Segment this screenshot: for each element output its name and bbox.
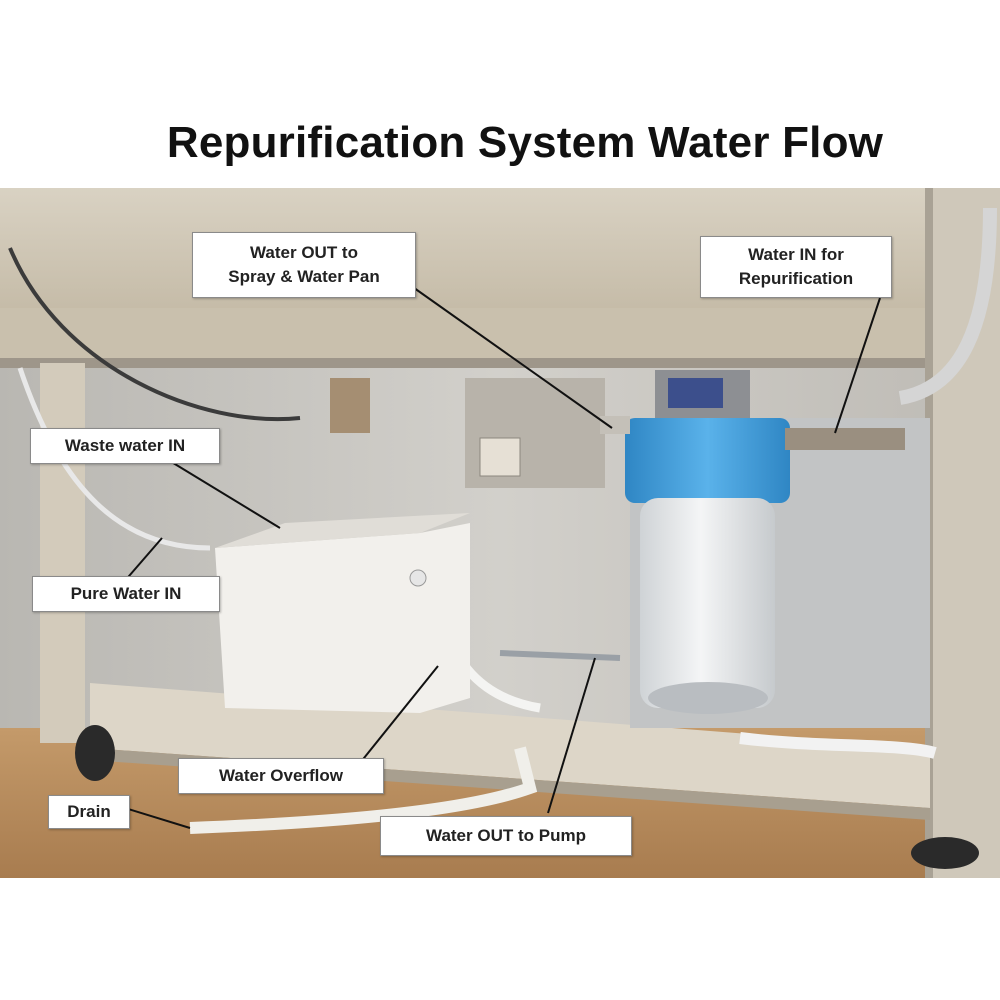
leader-repurification [834, 297, 881, 434]
left-leg [40, 363, 85, 743]
label-water-overflow: Water Overflow [178, 758, 384, 794]
left-hose [8, 247, 301, 421]
label-waste-water-in: Waste water IN [30, 428, 220, 464]
reservoir-tank [215, 523, 470, 713]
outlet [479, 437, 521, 477]
reservoir-top [215, 513, 470, 548]
right-hose [898, 207, 997, 405]
label-pure-water-in: Pure Water IN [32, 576, 220, 612]
outlet-pipe [600, 416, 630, 434]
leader-drain [124, 807, 191, 829]
white-cord [739, 732, 937, 759]
label-water-out-spray: Water OUT to Spray & Water Pan [192, 232, 416, 298]
tank-fitting [409, 569, 427, 587]
caster-right [911, 837, 979, 869]
filter-cap [625, 418, 790, 503]
caster-left [75, 725, 115, 781]
label-water-in-repurification: Water IN for Repurification [700, 236, 892, 298]
drain-hose [189, 746, 538, 834]
floor-pipe [499, 650, 621, 661]
label-water-out-pump: Water OUT to Pump [380, 816, 632, 856]
inlet-pipe [785, 428, 905, 450]
clear-hose [17, 367, 211, 551]
diagram-title: Repurification System Water Flow [166, 118, 884, 167]
label-drain: Drain [48, 795, 130, 829]
equipment-photo [0, 188, 1000, 878]
leader-spray [399, 277, 613, 429]
bracket [330, 378, 370, 433]
filter-display [668, 378, 723, 408]
leader-overflow [359, 665, 439, 764]
bottom-shelf [90, 683, 930, 808]
filter-bowl [640, 498, 775, 708]
leader-pump [547, 657, 596, 814]
countertop-shadow [0, 358, 1000, 368]
filter-bowl-bottom [648, 682, 768, 714]
countertop-edge [0, 308, 1000, 363]
leader-waste [164, 457, 281, 529]
